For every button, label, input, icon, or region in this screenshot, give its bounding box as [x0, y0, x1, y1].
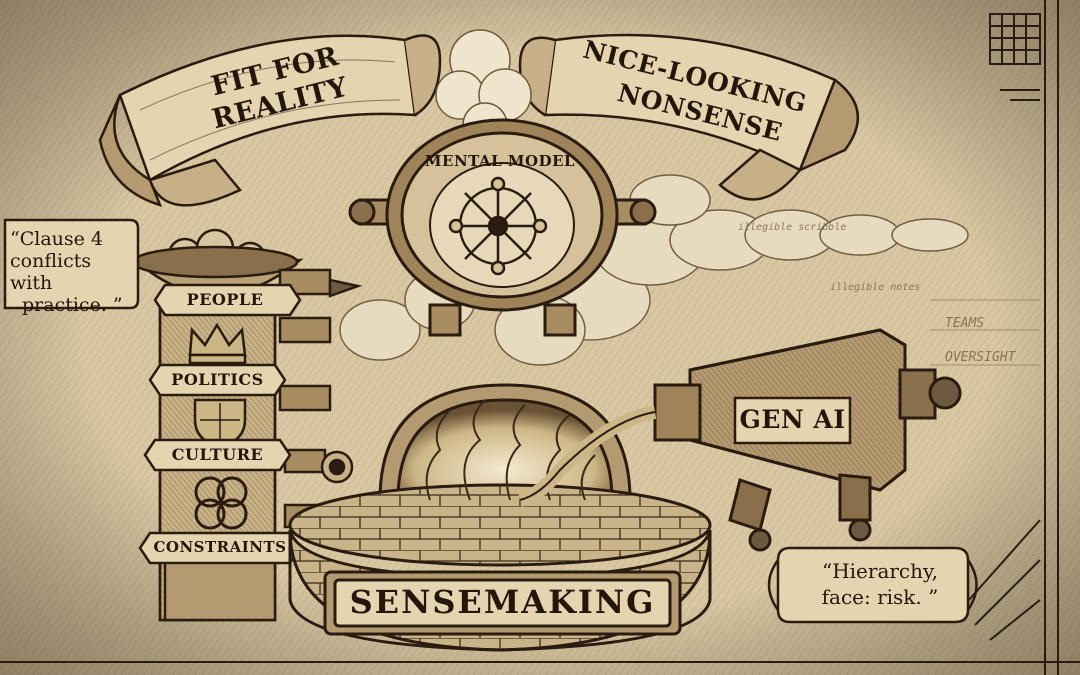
faint-note-1: illegible scribble [738, 222, 847, 233]
sensemaking-plaque [323, 570, 682, 636]
mental-model-gauge [348, 118, 657, 337]
quote-box-right [767, 546, 978, 624]
steam-plume [435, 29, 532, 148]
knot-icon [194, 476, 248, 530]
faint-note-lines [930, 299, 1040, 366]
sensemaking-label: SENSEMAKING [349, 583, 656, 621]
left-banner [98, 34, 442, 207]
crown-icon [188, 322, 247, 365]
quote-left-line1: “Clause 4 [10, 228, 104, 250]
gen-ai-machine [517, 328, 962, 552]
input-label-constraints: CONSTRAINTS [153, 538, 287, 556]
quote-left: “Clause 4 conflicts with practice. ” [10, 228, 135, 316]
quote-left-line2: conflicts with [10, 250, 92, 294]
quote-right-line2: face: risk. ” [821, 585, 939, 609]
input-label-people: PEOPLE [186, 290, 264, 309]
quote-box-left [3, 218, 140, 310]
quote-close-mark: ” [112, 294, 123, 316]
input-label-plaques [138, 283, 302, 565]
gen-ai-label: GEN AI [739, 405, 846, 434]
quote-right: “Hierarchy, face: risk. ” [800, 558, 960, 610]
quote-left-line3: practice. ” [22, 294, 123, 316]
faint-note-3: TEAMS [945, 316, 985, 331]
quote-open-mark: “ [821, 559, 833, 583]
right-banner [518, 33, 860, 201]
faint-note-2: illegible notes [830, 282, 921, 293]
quote-open-mark: “ [10, 228, 20, 250]
faint-note-4: OVERSIGHT [945, 350, 1016, 365]
gen-ai-label-plate [733, 396, 852, 445]
input-label-politics: POLITICS [171, 370, 264, 389]
mental-model-label: MENTAL MODEL [424, 152, 576, 170]
compass-network-icon [448, 176, 548, 276]
input-label-culture: CULTURE [171, 445, 264, 464]
quote-close-mark: ” [928, 585, 939, 609]
quote-right-line1: “Hierarchy, [821, 559, 939, 583]
